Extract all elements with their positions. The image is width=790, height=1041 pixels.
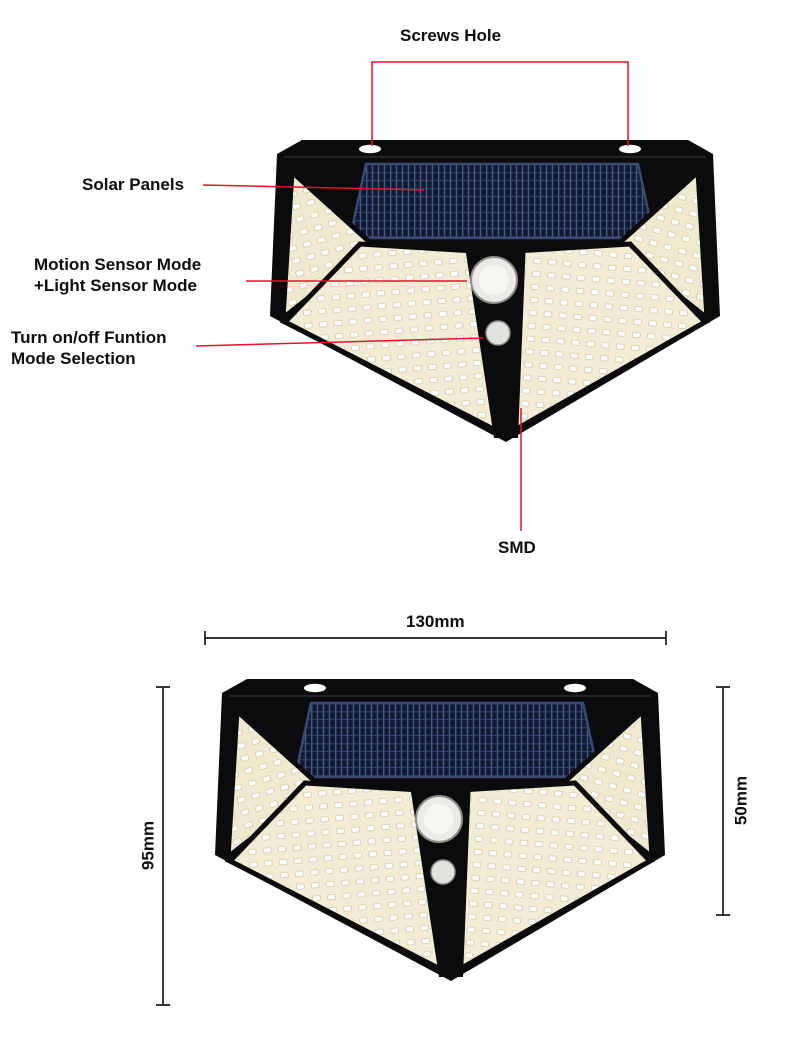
side-height-dimension-line — [716, 686, 730, 916]
motion-sensor-label-line2: +Light Sensor Mode — [34, 276, 197, 295]
motion-sensor-label: Motion Sensor Mode +Light Sensor Mode — [34, 254, 201, 296]
width-dimension-line — [204, 631, 667, 645]
mode-selection-label: Turn on/off Funtion Mode Selection — [11, 327, 166, 369]
mode-selection-label-line2: Mode Selection — [11, 349, 136, 368]
screws-hole-bracket-line — [371, 61, 629, 146]
motion-sensor-label-line1: Motion Sensor Mode — [34, 255, 202, 274]
screws-hole-label: Screws Hole — [400, 26, 502, 45]
side-height-dimension-label: 50mm — [731, 775, 751, 826]
lamp-dimension-view — [215, 679, 665, 981]
total-height-dimension-label: 95mm — [138, 820, 158, 871]
solar-panels-label: Solar Panels — [82, 175, 185, 194]
width-dimension-label: 130mm — [406, 612, 465, 631]
smd-label: SMD — [498, 538, 536, 557]
mode-selection-label-line1: Turn on/off Funtion — [11, 328, 167, 347]
lamp-annotated-view — [270, 140, 720, 442]
